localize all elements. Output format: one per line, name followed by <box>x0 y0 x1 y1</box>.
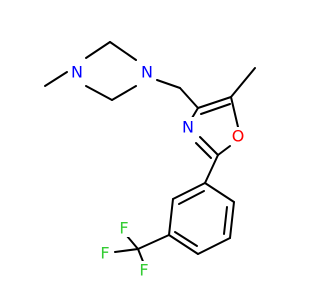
bond-ph-6 <box>172 182 206 200</box>
atom-label-f2: F <box>100 244 109 263</box>
atom-f-3: F <box>137 261 151 280</box>
atom-label-n3: N <box>182 118 194 137</box>
bond-ph-5 <box>168 198 174 236</box>
bond-ch2-c4 <box>179 87 199 109</box>
bond-o-c2 <box>217 145 231 156</box>
bond-pip-2 <box>109 41 137 61</box>
atom-o-oxazole: O <box>230 127 246 146</box>
bond-lines <box>44 41 256 265</box>
bond-cf3-f1 <box>126 235 139 250</box>
bond-c4-c5 <box>197 96 232 109</box>
atom-n-methylpiperazine: N <box>69 63 85 82</box>
bond-ph-cf3 <box>137 234 170 250</box>
bond-ph-2-inner <box>223 206 228 235</box>
atom-label-f1: F <box>119 219 128 238</box>
bond-methyl-n <box>44 71 68 87</box>
bond-pip-1 <box>85 41 111 59</box>
bond-ph-6-inner <box>178 190 205 205</box>
atom-f-1: F <box>117 219 131 238</box>
bond-c2-n3-double <box>195 142 212 159</box>
bond-c5-methyl <box>230 67 256 98</box>
bond-c2-n3 <box>199 136 219 156</box>
atom-label-o: O <box>232 127 245 146</box>
atom-n-oxazole: N <box>180 117 196 137</box>
atom-label-f3: F <box>139 261 148 280</box>
atom-labels: N N N O F F F <box>69 63 246 280</box>
bond-n3-c4 <box>191 107 199 119</box>
atom-label-n1: N <box>71 63 83 82</box>
atom-label-n2: N <box>141 63 153 82</box>
bond-pip-4 <box>85 85 113 101</box>
bond-c5-o <box>230 96 239 128</box>
bond-n-ch2 <box>156 79 181 89</box>
bond-pip-3 <box>111 85 137 101</box>
bond-ph-4-inner <box>174 231 198 247</box>
atom-f-2: F <box>98 244 112 263</box>
bond-c4-c5-double <box>200 103 231 115</box>
bond-ph-2 <box>229 201 235 239</box>
bond-c2-phenyl <box>204 154 219 184</box>
bond-cf3-f2 <box>114 248 139 253</box>
molecule-structure: N N N O F F F <box>44 41 256 280</box>
bond-ph-3 <box>197 237 231 255</box>
atom-n-piperazine-ch2: N <box>139 63 155 82</box>
bond-ph-1 <box>204 182 235 203</box>
bond-ph-4 <box>168 234 199 255</box>
